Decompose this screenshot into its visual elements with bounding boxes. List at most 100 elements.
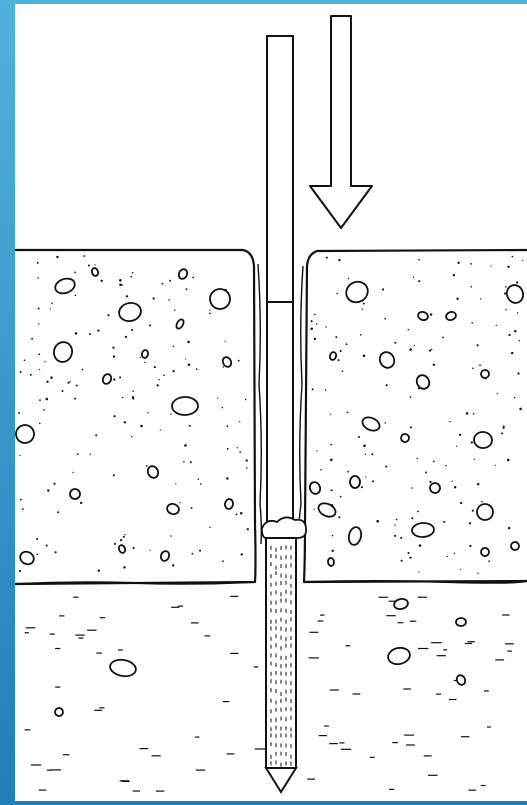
- soil-dot: [112, 474, 115, 477]
- pebble: [54, 277, 76, 295]
- soil-dot: [51, 302, 53, 305]
- soil-dot: [36, 261, 39, 264]
- pebble: [317, 502, 337, 518]
- pebble: [15, 424, 35, 444]
- soil-dot: [89, 333, 91, 336]
- soil-dot: [144, 361, 146, 364]
- pebble: [171, 396, 199, 416]
- soil-dot: [224, 340, 226, 342]
- pile-driving-diagram: [15, 4, 527, 801]
- pebble: [146, 465, 160, 479]
- soil-dot: [246, 467, 248, 469]
- soil-dot: [47, 489, 50, 492]
- blue-bottom-band: [0, 801, 527, 805]
- soil-dot: [112, 346, 115, 349]
- soil-dot: [365, 476, 367, 478]
- soil-dot: [411, 517, 414, 520]
- soil-dot: [123, 421, 127, 424]
- soil-dot: [185, 288, 188, 291]
- soil-dot: [125, 295, 129, 298]
- soil-dot: [18, 570, 21, 573]
- diagram-canvas: [15, 15, 527, 794]
- pebble: [19, 550, 35, 566]
- soil-dot: [83, 255, 86, 257]
- soil-dot: [226, 425, 229, 427]
- soil-dot: [156, 384, 159, 387]
- soil-dot: [197, 478, 200, 480]
- soil-dot: [338, 516, 341, 519]
- soil-dot: [313, 508, 315, 510]
- soil-dot: [188, 424, 191, 427]
- soil-dot: [199, 549, 202, 552]
- soil-dot: [382, 288, 385, 291]
- pile-hatching: [270, 545, 292, 767]
- soil-dot: [72, 471, 74, 474]
- soil-dot: [460, 568, 462, 570]
- soil-dot: [362, 354, 366, 357]
- pebble: [118, 301, 142, 323]
- soil-dot: [432, 460, 435, 463]
- soil-dot: [455, 445, 458, 448]
- pebble: [329, 351, 337, 361]
- soil-dot: [339, 349, 342, 353]
- soil-dot: [311, 388, 314, 391]
- soil-dot: [113, 542, 116, 545]
- soil-dot: [172, 369, 175, 373]
- soil-dot: [119, 538, 123, 542]
- soil-dot: [119, 279, 122, 282]
- soil-dot: [347, 470, 350, 473]
- soil-dot: [501, 432, 504, 435]
- soil-dot: [76, 453, 79, 455]
- soil-dot: [325, 256, 328, 259]
- pebbles: [15, 267, 525, 717]
- soil-dot: [139, 356, 142, 359]
- pebble: [101, 373, 113, 385]
- soil-dot: [74, 332, 78, 335]
- soil-dot: [507, 526, 511, 530]
- soil-dot: [222, 560, 224, 563]
- soil-dot: [239, 511, 243, 515]
- soil-dot: [159, 429, 161, 431]
- soil-dot: [169, 279, 172, 282]
- soil-dot: [395, 518, 398, 521]
- soil-dot: [69, 380, 71, 383]
- soil-dot: [400, 536, 403, 539]
- soil-dot: [36, 553, 39, 556]
- soil-dot: [313, 337, 317, 341]
- soil-dot: [80, 501, 83, 505]
- pebble: [349, 475, 361, 489]
- soil-dot: [329, 413, 332, 415]
- pebble: [480, 547, 490, 557]
- pebble: [175, 318, 185, 330]
- soil-dot: [362, 302, 365, 305]
- soil-dot: [514, 330, 517, 333]
- soil-dot: [132, 546, 135, 549]
- soil-dot: [465, 412, 469, 415]
- soil-dot: [113, 415, 116, 418]
- soil-dot: [361, 308, 364, 310]
- soil-dot: [418, 544, 422, 547]
- soil-dot: [119, 283, 122, 287]
- soil-dot: [443, 520, 446, 523]
- soil-dot: [324, 389, 327, 391]
- soil-dot: [158, 379, 160, 381]
- soil-dot: [511, 255, 514, 258]
- soil-dot: [74, 271, 76, 274]
- soil-dot: [175, 483, 177, 485]
- soil-dot: [94, 264, 96, 266]
- down-arrow-icon: [309, 15, 373, 229]
- soil-dot: [239, 421, 241, 423]
- soil-dot: [416, 457, 418, 460]
- soil-dot: [476, 344, 479, 347]
- soil-dot: [358, 435, 361, 439]
- soil-dot: [173, 309, 176, 312]
- blue-side-band: [0, 0, 15, 805]
- soil-dot: [339, 495, 342, 498]
- soil-dot: [222, 366, 225, 368]
- soil-dot: [409, 348, 412, 351]
- soil-dot: [132, 397, 135, 400]
- soil-dot: [170, 413, 172, 415]
- soil-dot: [246, 528, 249, 531]
- pebble: [429, 482, 441, 494]
- soil-dot: [459, 433, 462, 436]
